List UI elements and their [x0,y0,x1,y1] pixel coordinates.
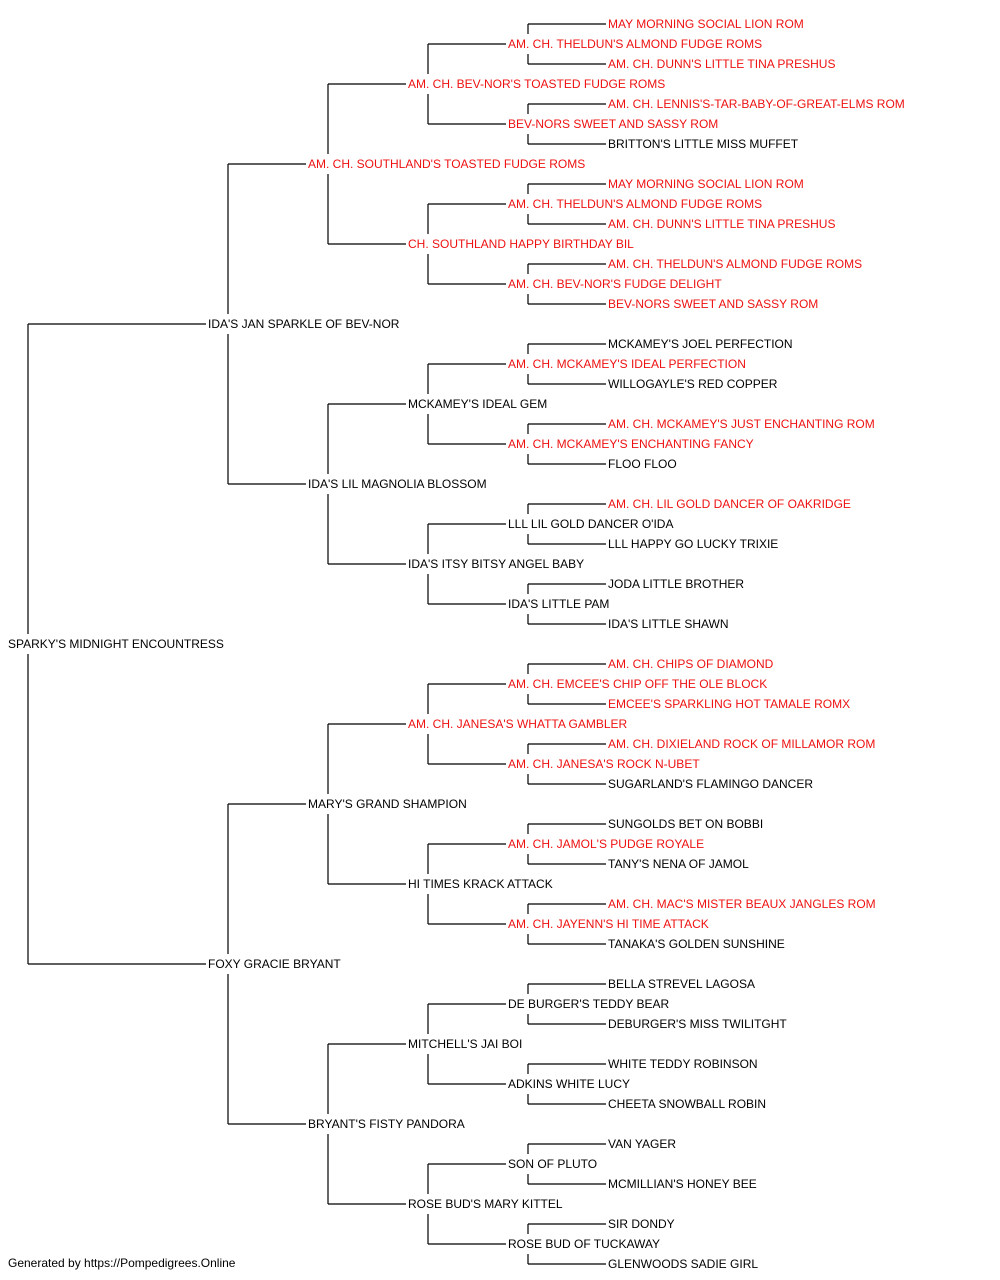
dog-name-gen3: ROSE BUD'S MARY KITTEL [408,1197,563,1211]
dog-name-gen2: IDA'S LIL MAGNOLIA BLOSSOM [308,477,487,491]
dog-name-gen5: AM. CH. THELDUN'S ALMOND FUDGE ROMS [608,257,862,271]
dog-name-gen4: AM. CH. MCKAMEY'S IDEAL PERFECTION [508,357,746,371]
dog-name-gen3: IDA'S ITSY BITSY ANGEL BABY [408,557,584,571]
dog-name-gen5: WILLOGAYLE'S RED COPPER [608,377,778,391]
dog-name-gen5: BRITTON'S LITTLE MISS MUFFET [608,137,799,151]
dog-name-gen3: AM. CH. BEV-NOR'S TOASTED FUDGE ROMS [408,77,665,91]
dog-name-gen5: AM. CH. MCKAMEY'S JUST ENCHANTING ROM [608,417,875,431]
dog-name-gen5: GLENWOODS SADIE GIRL [608,1257,758,1271]
dog-name-gen5: AM. CH. DUNN'S LITTLE TINA PRESHUS [608,57,835,71]
dog-name-gen5: TANAKA'S GOLDEN SUNSHINE [608,937,785,951]
dog-name-gen4: AM. CH. THELDUN'S ALMOND FUDGE ROMS [508,37,762,51]
dog-name-gen5: IDA'S LITTLE SHAWN [608,617,729,631]
dog-name-gen5: VAN YAGER [608,1137,676,1151]
dog-name-gen4: AM. CH. THELDUN'S ALMOND FUDGE ROMS [508,197,762,211]
dog-name-gen5: AM. CH. LENNIS'S-TAR-BABY-OF-GREAT-ELMS … [608,97,905,111]
dog-name-gen4: AM. CH. JANESA'S ROCK N-UBET [508,757,700,771]
dog-name-gen5: AM. CH. MAC'S MISTER BEAUX JANGLES ROM [608,897,876,911]
dog-name-gen5: SUGARLAND'S FLAMINGO DANCER [608,777,813,791]
dog-name-gen5: MCKAMEY'S JOEL PERFECTION [608,337,793,351]
dog-name-gen4: AM. CH. JAMOL'S PUDGE ROYALE [508,837,704,851]
dog-name-gen1: FOXY GRACIE BRYANT [208,957,341,971]
dog-name-gen4: AM. CH. MCKAMEY'S ENCHANTING FANCY [508,437,754,451]
dog-name-gen0: SPARKY'S MIDNIGHT ENCOUNTRESS [8,637,224,651]
dog-name-gen5: AM. CH. DIXIELAND ROCK OF MILLAMOR ROM [608,737,875,751]
dog-name-gen4: AM. CH. EMCEE'S CHIP OFF THE OLE BLOCK [508,677,767,691]
dog-name-gen5: AM. CH. CHIPS OF DIAMOND [608,657,774,671]
dog-name-gen5: TANY'S NENA OF JAMOL [608,857,749,871]
dog-name-gen3: HI TIMES KRACK ATTACK [408,877,553,891]
dog-name-gen4: ROSE BUD OF TUCKAWAY [508,1237,660,1251]
dog-name-gen4: ADKINS WHITE LUCY [508,1077,630,1091]
dog-name-gen4: SON OF PLUTO [508,1157,597,1171]
dog-name-gen5: MAY MORNING SOCIAL LION ROM [608,177,804,191]
dog-name-gen3: AM. CH. JANESA'S WHATTA GAMBLER [408,717,628,731]
dog-name-gen5: EMCEE'S SPARKLING HOT TAMALE ROMX [608,697,850,711]
dog-name-gen5: WHITE TEDDY ROBINSON [608,1057,758,1071]
dog-name-gen4: AM. CH. JAYENN'S HI TIME ATTACK [508,917,709,931]
dog-name-gen3: CH. SOUTHLAND HAPPY BIRTHDAY BIL [408,237,634,251]
dog-name-gen2: MARY'S GRAND SHAMPION [308,797,467,811]
dog-name-gen3: MCKAMEY'S IDEAL GEM [408,397,547,411]
dog-name-gen4: LLL LIL GOLD DANCER O'IDA [508,517,673,531]
dog-name-gen4: BEV-NORS SWEET AND SASSY ROM [508,117,718,131]
dog-name-gen4: IDA'S LITTLE PAM [508,597,609,611]
dog-name-gen5: SUNGOLDS BET ON BOBBI [608,817,763,831]
dog-name-gen5: AM. CH. LIL GOLD DANCER OF OAKRIDGE [608,497,851,511]
dog-name-gen3: MITCHELL'S JAI BOI [408,1037,522,1051]
dog-name-gen5: SIR DONDY [608,1217,675,1231]
dog-name-gen5: MAY MORNING SOCIAL LION ROM [608,17,804,31]
generated-by-footer: Generated by https://Pompedigrees.Online [8,1256,236,1270]
dog-name-gen5: LLL HAPPY GO LUCKY TRIXIE [608,537,778,551]
dog-name-gen2: BRYANT'S FISTY PANDORA [308,1117,465,1131]
dog-name-gen4: DE BURGER'S TEDDY BEAR [508,997,670,1011]
dog-name-gen5: CHEETA SNOWBALL ROBIN [608,1097,766,1111]
dog-name-gen4: AM. CH. BEV-NOR'S FUDGE DELIGHT [508,277,722,291]
dog-name-gen5: DEBURGER'S MISS TWILITGHT [608,1017,787,1031]
dog-name-gen5: FLOO FLOO [608,457,677,471]
dog-name-gen5: JODA LITTLE BROTHER [608,577,744,591]
dog-name-gen5: BELLA STREVEL LAGOSA [608,977,755,991]
dog-name-gen5: BEV-NORS SWEET AND SASSY ROM [608,297,818,311]
dog-name-gen2: AM. CH. SOUTHLAND'S TOASTED FUDGE ROMS [308,157,585,171]
dog-name-gen1: IDA'S JAN SPARKLE OF BEV-NOR [208,317,400,331]
dog-name-gen5: AM. CH. DUNN'S LITTLE TINA PRESHUS [608,217,835,231]
dog-name-gen5: MCMILLIAN'S HONEY BEE [608,1177,757,1191]
